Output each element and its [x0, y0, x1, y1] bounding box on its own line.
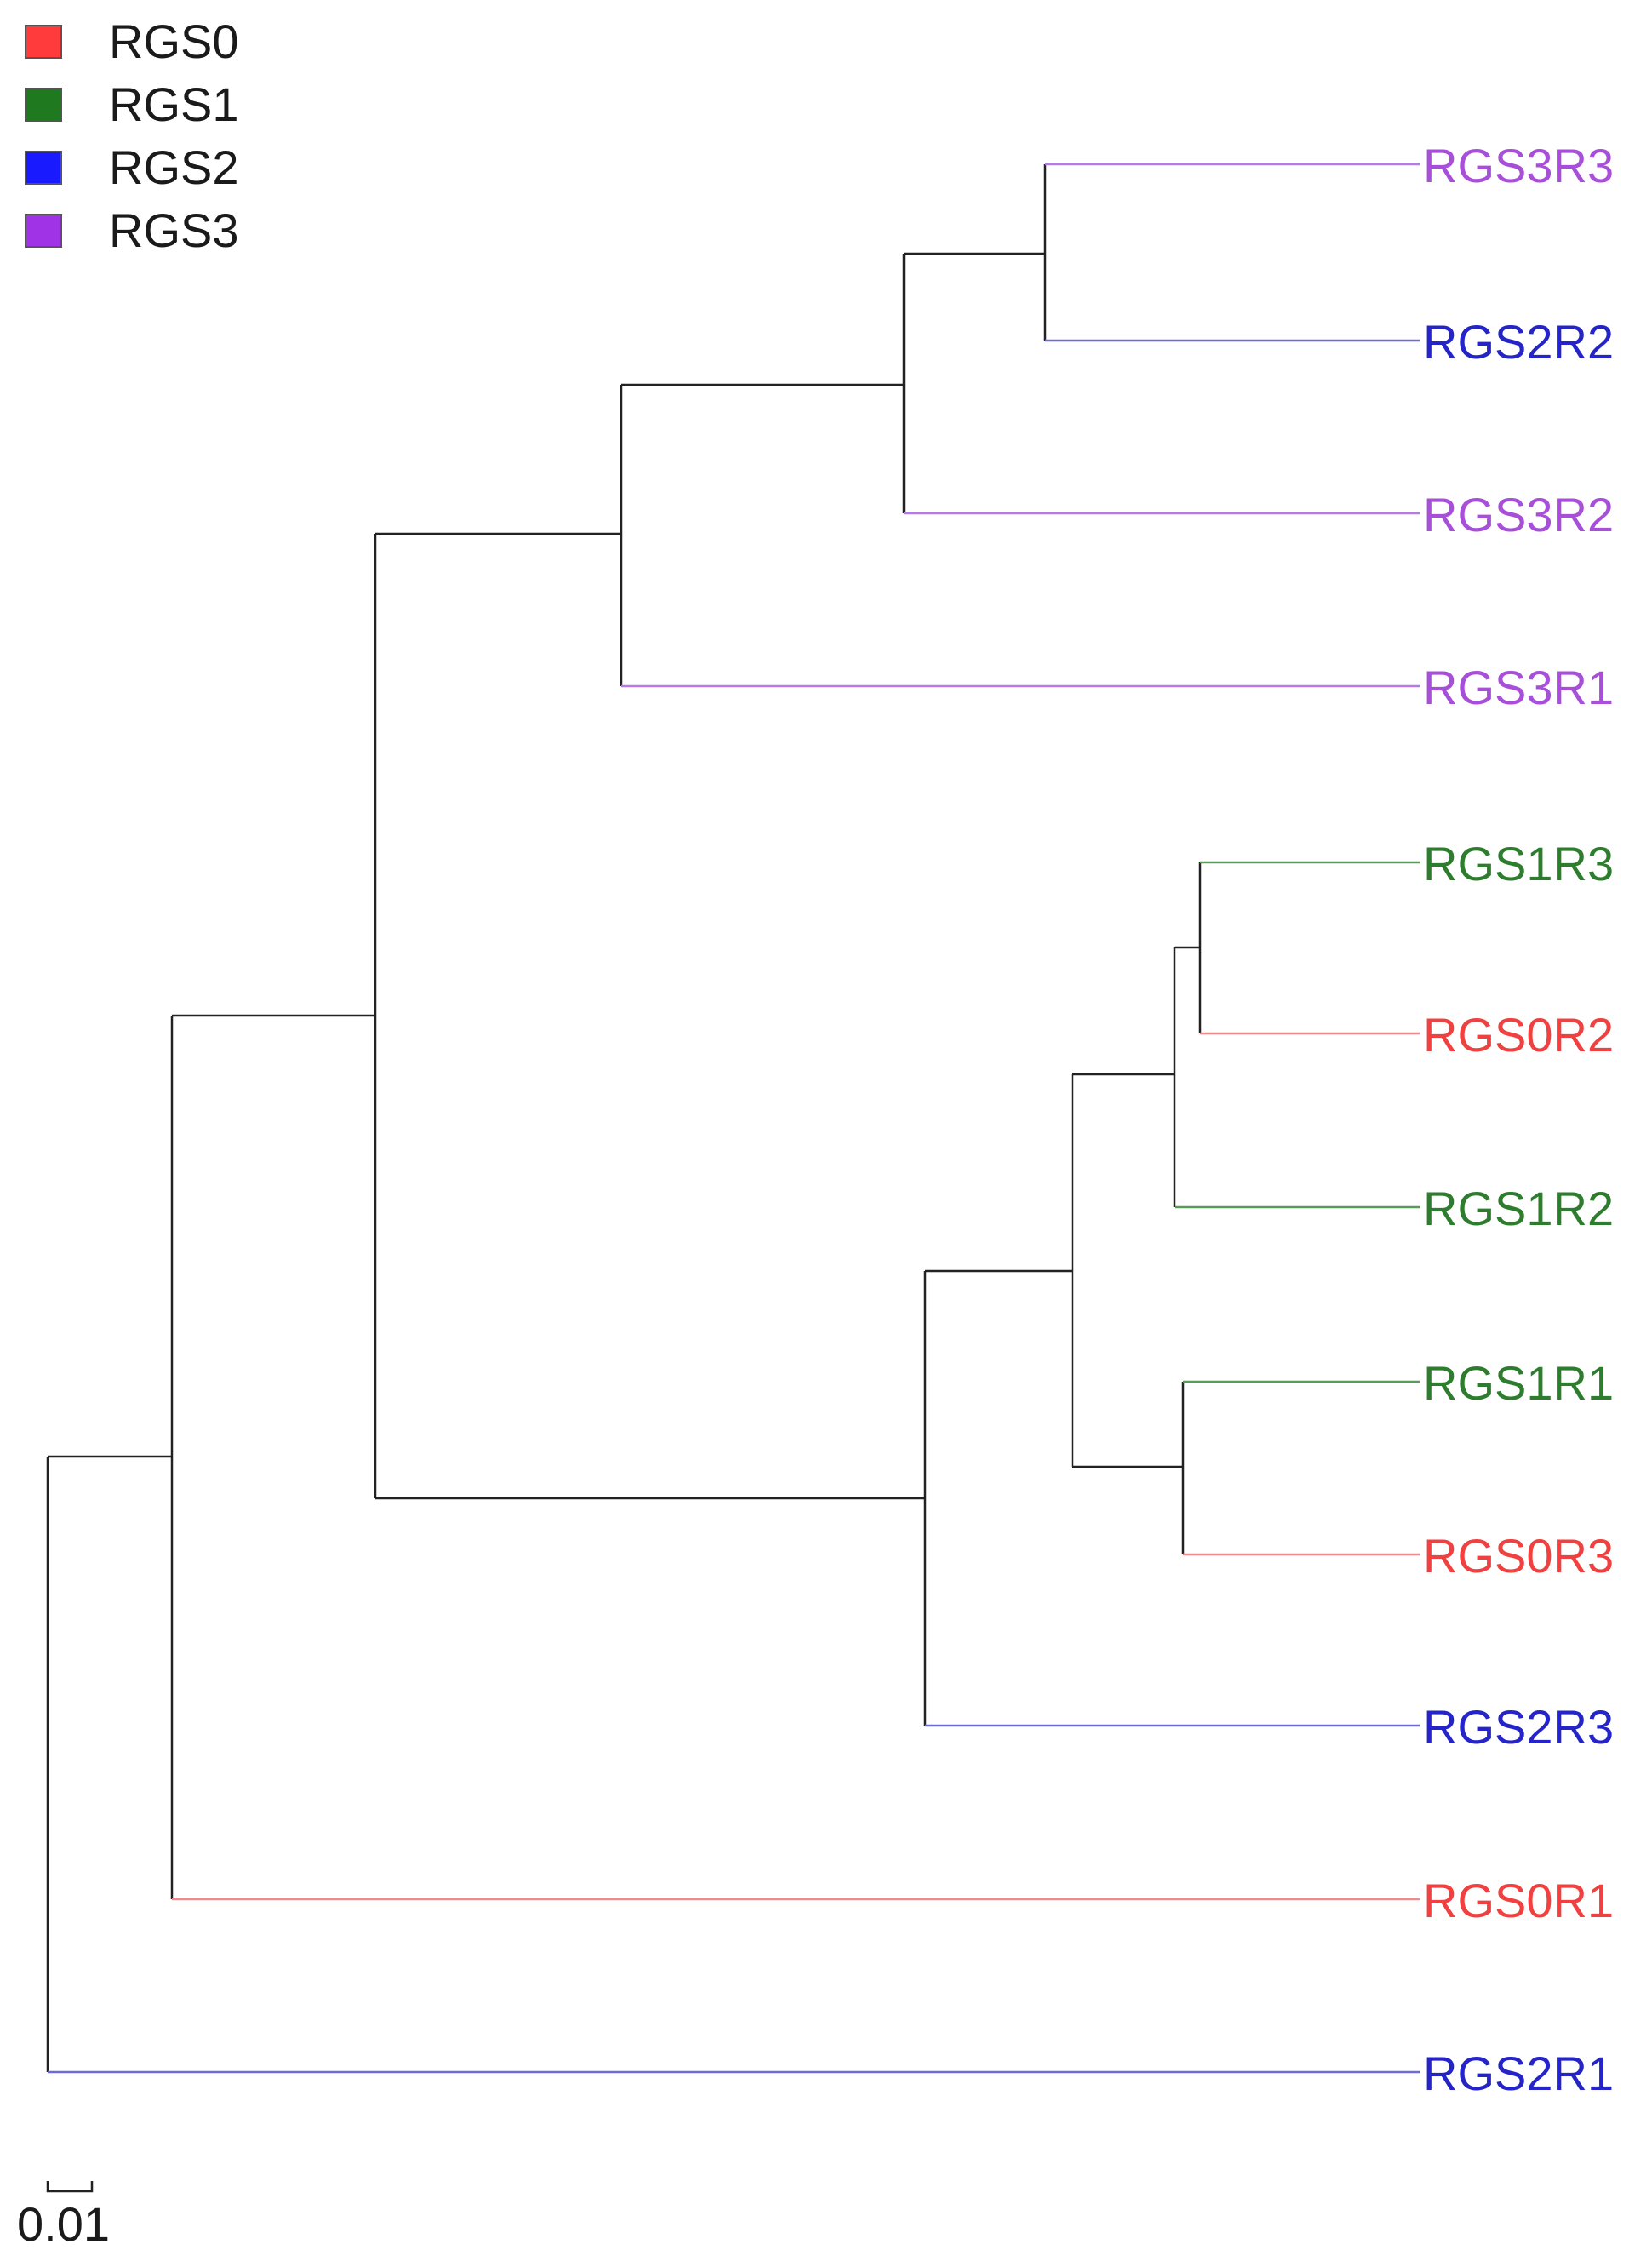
leaf-label-rgs2r2: RGS2R2 [1423, 315, 1614, 369]
legend-swatch-rgs3 [25, 214, 62, 248]
legend-label-rgs0: RGS0 [109, 14, 239, 68]
leaf-label-rgs2r1: RGS2R1 [1423, 2047, 1614, 2100]
legend-swatch-rgs2 [25, 151, 62, 185]
leaf-label-rgs1r2: RGS1R2 [1423, 1182, 1614, 1235]
legend-swatch-rgs1 [25, 88, 62, 122]
legend-label-rgs2: RGS2 [109, 140, 239, 194]
internal-branches [46, 164, 1202, 2072]
legend-label-rgs1: RGS1 [109, 77, 239, 131]
legend-label-rgs3: RGS3 [109, 203, 239, 257]
leaf-labels: RGS3R3 RGS2R2 RGS3R2 RGS3R1 RGS1R3 RGS0R… [1423, 139, 1614, 2100]
legend-swatch-rgs0 [25, 25, 62, 59]
leaf-label-rgs1r3: RGS1R3 [1423, 837, 1614, 890]
leaf-label-rgs0r2: RGS0R2 [1423, 1008, 1614, 1062]
leaf-label-rgs3r1: RGS3R1 [1423, 661, 1614, 714]
scale-bar-label: 0.01 [17, 2197, 110, 2251]
leaf-branches [48, 163, 1420, 2074]
scale-bar-line [46, 2181, 94, 2193]
leaf-label-rgs1r1: RGS1R1 [1423, 1356, 1614, 1410]
leaf-label-rgs2r3: RGS2R3 [1423, 1700, 1614, 1754]
legend: RGS0 RGS1 RGS2 RGS3 [25, 14, 239, 257]
scale-bar: 0.01 [17, 2181, 110, 2251]
leaf-label-rgs3r2: RGS3R2 [1423, 488, 1614, 541]
leaf-label-rgs0r1: RGS0R1 [1423, 1874, 1614, 1927]
leaf-label-rgs0r3: RGS0R3 [1423, 1529, 1614, 1583]
leaf-label-rgs3r3: RGS3R3 [1423, 139, 1614, 192]
